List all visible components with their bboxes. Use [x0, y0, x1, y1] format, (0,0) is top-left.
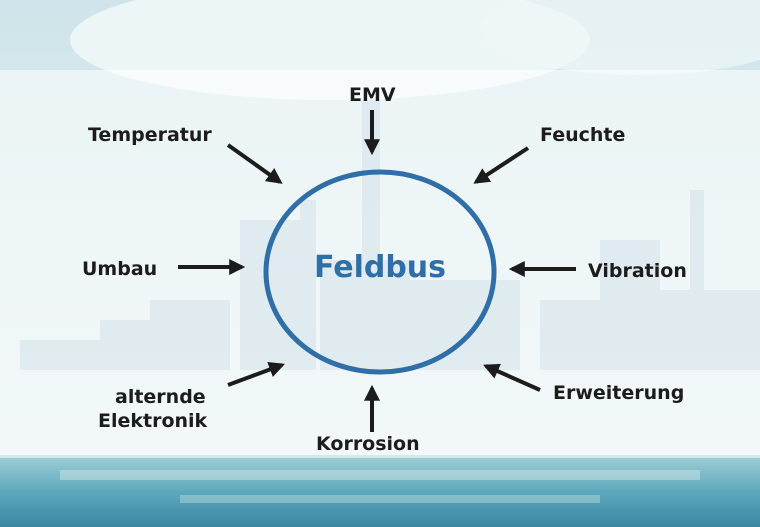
label-erweiterung: Erweiterung [553, 382, 685, 404]
smoke-cloud-2 [480, 0, 760, 75]
label-alternde: alternde [115, 386, 206, 408]
label-umbau: Umbau [82, 258, 158, 280]
arrow-alternde-elektronik [227, 361, 286, 387]
overlay-panel [0, 70, 760, 458]
center-label-feldbus: Feldbus [313, 250, 447, 285]
water-band [0, 455, 760, 527]
label-feuchte: Feuchte [540, 124, 626, 146]
label-temperatur: Temperatur [88, 124, 212, 146]
arrow-temperatur [226, 143, 283, 184]
arrow-feuchte [473, 146, 530, 184]
arrow-erweiterung [483, 363, 541, 392]
water-shimmer [60, 470, 700, 480]
label-korrosion: Korrosion [316, 433, 420, 455]
label-emv: EMV [349, 84, 396, 106]
label-vibration: Vibration [588, 260, 687, 282]
feldbus-circle [263, 169, 497, 375]
label-elektronik: Elektronik [98, 410, 208, 432]
water-shimmer-2 [180, 495, 600, 503]
